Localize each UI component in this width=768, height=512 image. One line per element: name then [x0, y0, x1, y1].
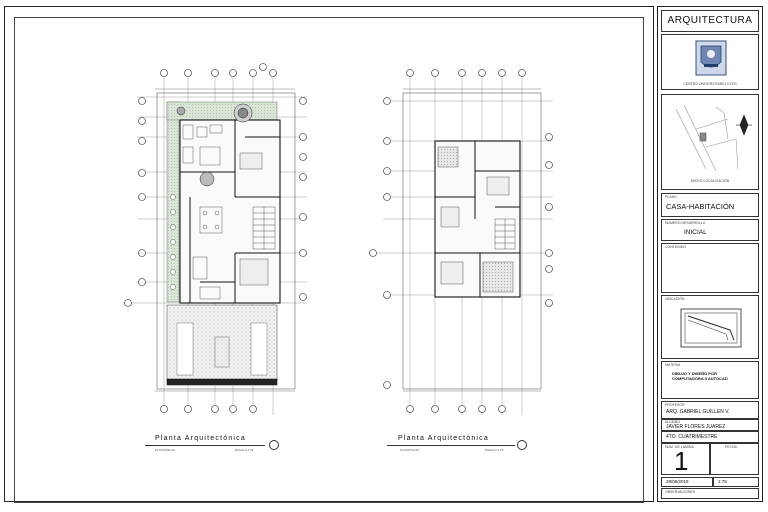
drawing-area-inner-frame [14, 17, 644, 503]
subject-value: DIBUJO Y DISEÑO POR COMPUTADORA II AUTOC… [672, 371, 728, 381]
observations-cell: OBSERVACIONES [661, 488, 759, 499]
sheet-number-label: NUM. DE LAMINA [665, 445, 694, 449]
ground-floor-caption-scale: ESCALA 1:75 [235, 448, 254, 452]
institution-crest-icon [695, 40, 727, 76]
ground-floor-caption-underline [145, 445, 265, 446]
student-cell: ALUMNO JAVIER FLORES JUAREZ [661, 419, 759, 431]
upper-floor-plan [369, 69, 553, 415]
semester-value: 4TO. CUATRIMESTRE [666, 434, 718, 440]
upper-floor-caption-marker [517, 440, 527, 450]
ground-floor-stair [252, 206, 276, 250]
upper-floor-caption: Planta Arquitectónica [398, 435, 489, 442]
upper-floor-axis-bubbles [369, 69, 553, 413]
observations-label: OBSERVACIONES [665, 490, 696, 494]
scale-value: 1:75 [718, 479, 727, 484]
ground-floor-plan [123, 63, 307, 415]
floor-plans-drawing [123, 63, 553, 415]
institution-name: CENTRO UNIVERSITARIO UTEG [683, 82, 737, 86]
stage-cell: NUMERO DESARROLLO INICIAL [661, 219, 759, 241]
stage-label: NUMERO DESARROLLO [665, 221, 706, 225]
student-label: ALUMNO [665, 420, 680, 424]
title-block-header: ARQUITECTURA [661, 10, 759, 32]
content-cell: CONTENIDO [661, 243, 759, 293]
ground-floor-caption-marker [269, 440, 279, 450]
date-label: FECHA [725, 445, 737, 449]
date-value: 28/08/2018 [666, 479, 689, 484]
subject-cell: MATERIA DIBUJO Y DISEÑO POR COMPUTADORA … [661, 361, 759, 399]
semester-cell: 4TO. CUATRIMESTRE [661, 431, 759, 443]
ground-floor-axis-bubbles [124, 63, 307, 413]
location-plot-diagram [680, 308, 742, 348]
upper-floor-caption-scale: ESCALA 1:75 [485, 448, 504, 452]
location-sketch-map [675, 104, 752, 172]
location-sketch-caption: MICRO LOCALIZACIÓN [690, 179, 730, 183]
professor-cell: PROFESOR ARQ. GABRIEL GUILLEN V. [661, 401, 759, 419]
upper-floor-caption-sub: PLANTA ALTA [400, 448, 420, 452]
upper-floor-caption-underline [387, 445, 515, 446]
subject-label: MATERIA [665, 363, 681, 367]
date-cell: FECHA [710, 443, 759, 475]
project-label: PLANO [665, 195, 677, 199]
location-sketch-cell: MICRO LOCALIZACIÓN [661, 94, 759, 190]
professor-value: ARQ. GABRIEL GUILLEN V. [666, 409, 730, 415]
institution-logo-cell: CENTRO UNIVERSITARIO UTEG [661, 34, 759, 90]
content-label: CONTENIDO [665, 245, 686, 249]
scale-value-cell: 1:75 [713, 477, 759, 487]
title-block-header-text: ARQUITECTURA [667, 15, 753, 26]
professor-label: PROFESOR [665, 403, 685, 407]
sheet-number: 1 [674, 446, 689, 476]
stage-value: INICIAL [684, 229, 707, 236]
drawing-area: Planta Arquitectónica PLANTA BAJA ESCALA… [4, 6, 654, 503]
project-cell: PLANO CASA-HABITACIÓN [661, 193, 759, 217]
date-value-cell: 28/08/2018 [661, 477, 713, 487]
project-value: CASA-HABITACIÓN [666, 202, 735, 211]
location-label: UBICACIÓN [665, 297, 685, 301]
location-cell: UBICACIÓN [661, 295, 759, 359]
title-block: ARQUITECTURA CENTRO UNIVERSITARIO UTEG [657, 6, 763, 502]
ground-floor-caption-sub: PLANTA BAJA [155, 448, 175, 452]
sheet-number-cell: NUM. DE LAMINA 1 [661, 443, 710, 475]
student-value: JAVIER FLORES JUAREZ [666, 424, 726, 430]
ground-floor-caption: Planta Arquitectónica [155, 435, 246, 442]
